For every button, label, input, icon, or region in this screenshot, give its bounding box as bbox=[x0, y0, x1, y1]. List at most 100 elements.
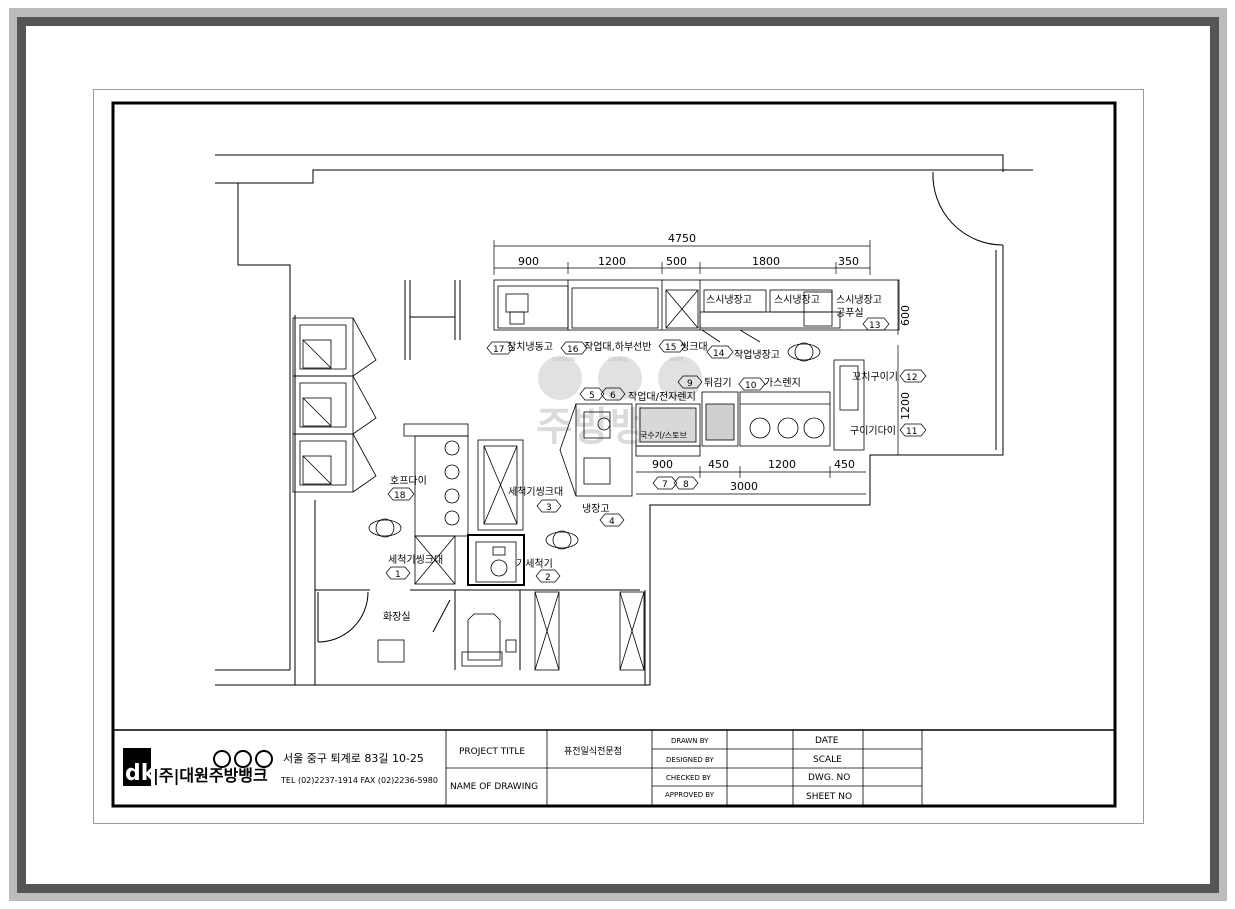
tag-5: 5 bbox=[579, 387, 605, 401]
approved-by-label: APPROVED BY bbox=[665, 791, 715, 799]
tag-17: 17 bbox=[486, 341, 514, 355]
svg-text:9: 9 bbox=[687, 379, 693, 389]
label-12: 꼬치구이기 bbox=[852, 371, 898, 383]
label-1: 세척기씽크대 bbox=[388, 554, 443, 566]
company-name: |주|대원주방뱅크 bbox=[153, 766, 268, 786]
svg-text:13: 13 bbox=[869, 321, 880, 331]
svg-text:14: 14 bbox=[713, 349, 725, 359]
svg-text:16: 16 bbox=[567, 345, 579, 355]
tag-9: 9 bbox=[677, 375, 703, 389]
scale-label: SCALE bbox=[813, 755, 842, 765]
dimension-lines bbox=[493, 240, 899, 495]
tag-13: 13 bbox=[862, 317, 890, 331]
tag-1: 1 bbox=[385, 566, 411, 580]
name-of-drawing-label: NAME OF DRAWING bbox=[450, 782, 538, 792]
svg-text:1: 1 bbox=[395, 570, 401, 580]
svg-text:5: 5 bbox=[589, 391, 595, 401]
svg-text:dk: dk bbox=[125, 761, 157, 786]
label-sushi-fridge-1: 스시냉장고 bbox=[706, 294, 752, 306]
checked-by-label: CHECKED BY bbox=[666, 774, 712, 782]
tag-12: 12 bbox=[899, 369, 927, 383]
dim-total-top: 4750 bbox=[668, 232, 696, 245]
company-contact: TEL (02)2237-1914 FAX (02)2236-5980 bbox=[280, 776, 438, 785]
watermark-brand-1: DAEWON bbox=[552, 357, 575, 363]
label-6: 작업대/전자렌지 bbox=[628, 390, 696, 403]
tag-18: 18 bbox=[387, 487, 415, 501]
svg-text:7: 7 bbox=[662, 480, 668, 490]
toilet-area bbox=[377, 591, 645, 671]
tag-2: 2 bbox=[535, 569, 561, 583]
tag-4: 4 bbox=[599, 513, 625, 527]
label-2: 기세척기 bbox=[516, 558, 553, 570]
dim-seg-1: 900 bbox=[518, 255, 539, 268]
label-10: 가스렌지 bbox=[764, 377, 801, 389]
left-storage-units bbox=[292, 317, 377, 493]
label-14: 작업냉장고 bbox=[734, 348, 780, 361]
people bbox=[368, 342, 821, 550]
tag-10: 10 bbox=[738, 377, 766, 391]
designed-by-label: DESIGNED BY bbox=[666, 756, 714, 764]
dim-seg-4: 1800 bbox=[752, 255, 780, 268]
svg-text:15: 15 bbox=[665, 343, 676, 353]
drawing-border bbox=[111, 101, 1117, 808]
project-title-label: PROJECT TITLE bbox=[459, 747, 525, 757]
label-gongpyo: 공푸실 bbox=[836, 307, 864, 319]
tag-7: 7 bbox=[652, 476, 678, 490]
dim-seg-3: 500 bbox=[666, 255, 687, 268]
label-9: 튀김기 bbox=[704, 377, 732, 389]
title-block-labels: PROJECT TITLE 퓨전일식전문점 NAME OF DRAWING DR… bbox=[450, 736, 852, 802]
date-label: DATE bbox=[815, 736, 839, 746]
tag-3: 3 bbox=[536, 499, 562, 513]
title-block-grid bbox=[445, 730, 923, 806]
dim-bottom-3: 1200 bbox=[768, 458, 796, 471]
svg-text:18: 18 bbox=[394, 491, 406, 501]
top-counter bbox=[493, 279, 900, 343]
dim-right-1200: 1200 bbox=[899, 392, 912, 420]
label-11: 구이기다이 bbox=[850, 425, 896, 437]
label-16: 작업대,하부선반 bbox=[584, 340, 652, 353]
number-tags: 1 2 3 4 5 6 7 8 9 10 11 12 13 14 15 16 1… bbox=[385, 317, 927, 583]
drawing-sheet bbox=[93, 89, 1144, 824]
label-3: 세척기씽크대 bbox=[508, 486, 563, 498]
svg-text:8: 8 bbox=[683, 480, 689, 490]
svg-text:3: 3 bbox=[546, 503, 552, 513]
dim-bottom-total: 3000 bbox=[730, 480, 758, 493]
project-title-value: 퓨전일식전문점 bbox=[564, 745, 622, 757]
label-15: 씽크대 bbox=[680, 341, 708, 353]
walls bbox=[215, 154, 1033, 686]
label-sushi-fridge-2: 스시냉장고 bbox=[774, 294, 820, 306]
watermark-brand-2: JUBANG bbox=[607, 357, 628, 363]
svg-text:17: 17 bbox=[493, 345, 504, 355]
svg-text:4: 4 bbox=[609, 517, 615, 527]
label-soup-warmer: 국수기/스토브 bbox=[640, 431, 687, 440]
tag-11: 11 bbox=[899, 423, 927, 437]
svg-text:11: 11 bbox=[906, 427, 917, 437]
dimension-labels: 4750 900 1200 500 1800 350 600 1200 900 … bbox=[518, 232, 912, 493]
label-13: 스시냉장고 bbox=[836, 294, 882, 306]
company-address: 서울 중구 퇴계로 83길 10-25 bbox=[283, 752, 424, 765]
equipment-labels: 스시냉장고 스시냉장고 스시냉장고 공푸실 참치냉동고 작업대,하부선반 씽크대… bbox=[383, 294, 898, 623]
tag-15: 15 bbox=[658, 339, 686, 353]
tag-8: 8 bbox=[673, 476, 699, 490]
dim-seg-5: 350 bbox=[838, 255, 859, 268]
dim-bottom-1: 900 bbox=[652, 458, 673, 471]
dim-bottom-2: 450 bbox=[708, 458, 729, 471]
sheet-no-label: SHEET NO bbox=[806, 792, 852, 802]
svg-text:6: 6 bbox=[610, 391, 616, 401]
label-18: 호프다이 bbox=[390, 475, 427, 487]
dim-seg-2: 1200 bbox=[598, 255, 626, 268]
dim-right-600: 600 bbox=[899, 305, 912, 326]
tag-14: 14 bbox=[706, 345, 734, 359]
watermark-brand-3: BANK bbox=[670, 357, 685, 363]
svg-text:10: 10 bbox=[745, 381, 757, 391]
dim-bottom-4: 450 bbox=[834, 458, 855, 471]
tag-6: 6 bbox=[600, 387, 626, 401]
label-17: 참치냉동고 bbox=[507, 341, 553, 353]
svg-text:12: 12 bbox=[906, 373, 917, 383]
label-toilet: 화장실 bbox=[383, 611, 411, 623]
svg-text:2: 2 bbox=[545, 573, 551, 583]
company-logo: dk bbox=[123, 748, 273, 786]
cook-line bbox=[559, 359, 865, 497]
tag-16: 16 bbox=[560, 341, 588, 355]
